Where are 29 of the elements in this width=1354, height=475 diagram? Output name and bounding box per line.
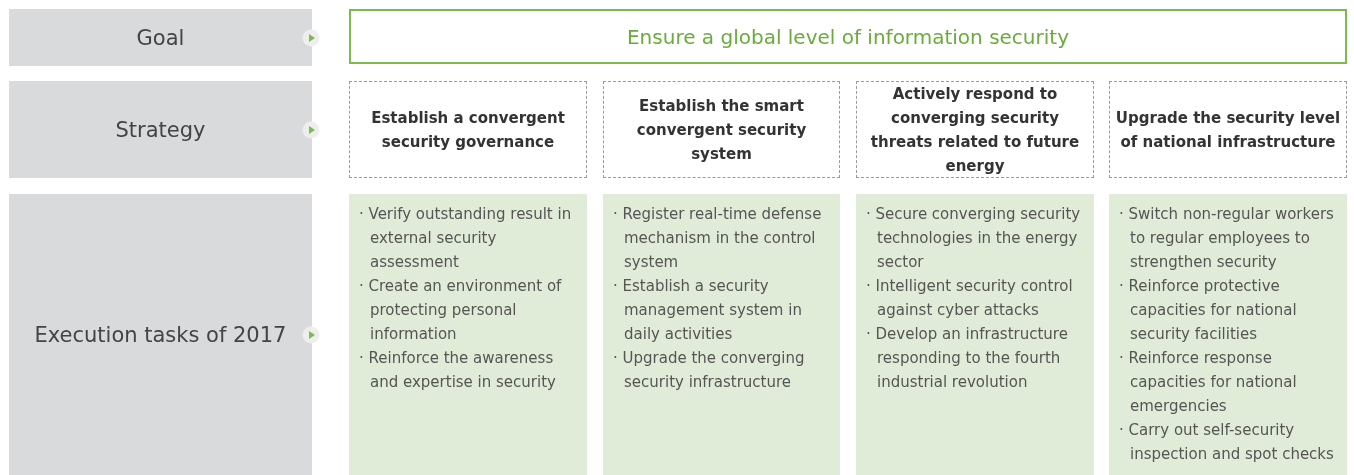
strategy-text: Establish the smart convergent security system — [635, 95, 808, 165]
strategy-text: Establish a convergent security governance — [370, 107, 566, 153]
strategy-text: Actively respond to converging security threats related to future energy — [869, 83, 1081, 177]
task-item: · Verify outstanding result in external security assessment — [359, 204, 573, 273]
task-item: · Carry out self-security inspection and spot checks — [1119, 420, 1335, 465]
goal-box — [349, 9, 1347, 64]
strategy-box — [603, 81, 840, 178]
strategy-box — [1109, 81, 1347, 178]
task-item: · Intelligent security control against cyber attacks — [866, 276, 1074, 321]
goal-text: Ensure a global level of information security — [627, 24, 1069, 49]
task-item: · Register real-time defense mechanism in the control system — [613, 204, 823, 273]
task-box — [856, 194, 1094, 475]
task-item: · Upgrade the converging security infrastructure — [613, 348, 806, 393]
task-item: · Establish a security management system in daily activities — [613, 276, 803, 345]
task-box — [1109, 194, 1347, 475]
task-item: · Switch non-regular workers to regular employees to strengthen security — [1119, 204, 1335, 273]
row-header: Goal — [136, 25, 185, 50]
strategy-box — [349, 81, 587, 178]
task-item: · Develop an infrastructure responding to the fourth industrial revolution — [866, 324, 1069, 393]
task-box — [349, 194, 587, 475]
task-item: · Reinforce protective capacities for national security facilities — [1119, 276, 1298, 345]
row-header: Execution tasks of 2017 — [34, 322, 287, 347]
row-header: Strategy — [115, 117, 206, 142]
task-item: · Secure converging security technologies in the energy sector — [866, 204, 1082, 273]
task-item: · Reinforce the awareness and expertise in security — [359, 348, 557, 393]
task-box — [603, 194, 840, 475]
task-item: · Create an environment of protecting personal information — [359, 276, 563, 345]
task-item: · Reinforce response capacities for national emergencies — [1119, 348, 1298, 417]
strategy-text: Upgrade the security level of national infrastructure — [1114, 107, 1342, 153]
